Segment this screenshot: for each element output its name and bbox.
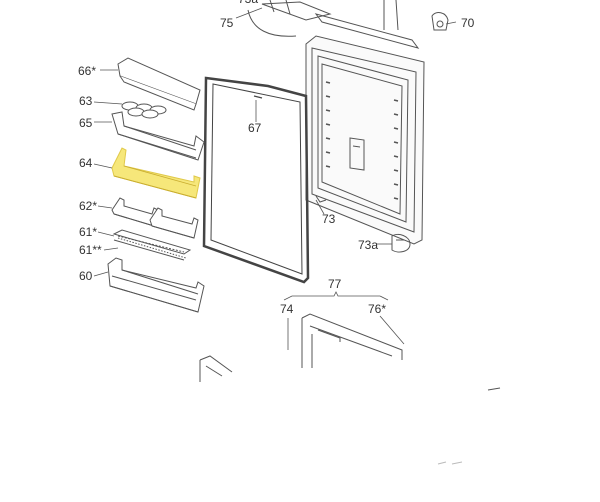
label-64: 64 (79, 156, 93, 170)
door-bin-65 (111, 111, 205, 161)
label-67: 67 (248, 121, 262, 135)
label-61-star: 61* (79, 225, 97, 239)
door-bin-60 (107, 257, 205, 313)
label-73a-top: 73a (238, 0, 258, 6)
door-shelf-cover-66 (117, 57, 201, 111)
label-76: 76* (368, 302, 386, 316)
top-hinge-assembly (247, 0, 449, 49)
shelf-insert-61 (112, 229, 192, 261)
label-63: 63 (79, 94, 93, 108)
label-62: 62* (79, 199, 97, 213)
label-77: 77 (328, 277, 342, 291)
label-61-double-star: 61** (79, 243, 102, 257)
label-74: 74 (280, 302, 294, 316)
door-inner-liner (305, 35, 425, 253)
label-70: 70 (461, 16, 475, 30)
label-73a: 73a (358, 238, 378, 252)
label-60: 60 (79, 269, 93, 283)
lower-door-partial (199, 313, 501, 465)
label-65: 65 (79, 116, 93, 130)
door-gasket (202, 76, 310, 284)
label-73: 73 (322, 212, 336, 226)
label-66: 66* (78, 64, 96, 78)
egg-tray-63 (121, 101, 167, 119)
door-bin-64-highlighted (111, 147, 201, 199)
label-75: 75 (220, 16, 234, 30)
leader-lines (93, 7, 457, 350)
door-bins-62 (111, 197, 199, 239)
part-labels: 73a 75 70 66* 63 65 67 64 62* 61* 61** 7… (78, 0, 475, 316)
